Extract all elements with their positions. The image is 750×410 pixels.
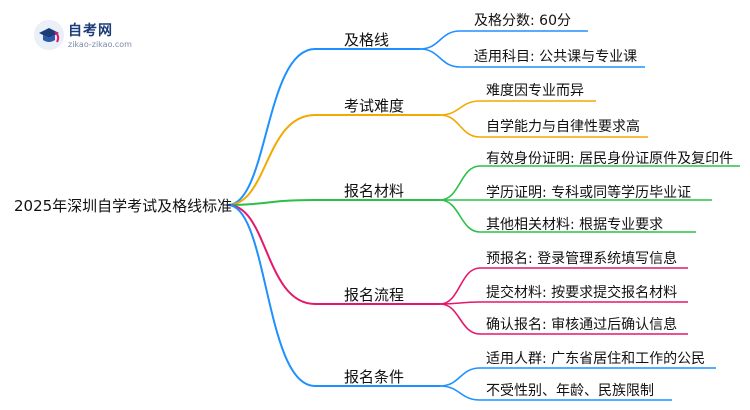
branch-connector — [227, 48, 316, 206]
branch-label: 及格线 — [344, 31, 390, 49]
leaf-connector — [439, 165, 481, 201]
branch-connector — [227, 204, 316, 305]
branch-label: 报名流程 — [344, 286, 405, 304]
branch-connector — [227, 199, 316, 206]
leaf-connector — [439, 385, 481, 401]
logo-title: 自考网 — [68, 23, 113, 39]
leaf-label: 适用人群: 广东省居住和工作的公民 — [486, 351, 706, 367]
branch-connector — [227, 204, 316, 387]
branch-label: 考试难度 — [344, 97, 405, 115]
leaf-connector — [439, 367, 481, 387]
leaf-connector — [439, 267, 481, 305]
root-topic: 2025年深圳自学考试及格线标准 — [14, 197, 233, 215]
leaf-connector — [439, 114, 481, 138]
leaf-label: 及格分数: 60分 — [474, 13, 571, 29]
leaf-connector — [439, 100, 481, 116]
leaf-label: 不受性别、年龄、民族限制 — [486, 383, 654, 399]
branch-connector — [227, 114, 316, 206]
branch-label: 报名材料 — [344, 182, 405, 200]
leaf-label: 提交材料: 按要求提交报名材料 — [486, 285, 678, 301]
branch-label: 报名条件 — [344, 368, 405, 386]
leaf-label: 自学能力与自律性要求高 — [486, 119, 640, 135]
leaf-connector — [439, 303, 481, 335]
leaf-connector — [439, 199, 481, 233]
logo-subtitle: zikao-zikao.com — [68, 40, 132, 49]
leaf-label: 学历证明: 专科或同等学历毕业证 — [486, 185, 692, 201]
leaf-label: 其他相关材料: 根据专业要求 — [486, 217, 664, 233]
leaf-label: 预报名: 登录管理系统填写信息 — [486, 251, 678, 267]
leaf-label: 有效身份证明: 居民身份证原件及复印件 — [486, 151, 734, 167]
leaf-connector — [419, 30, 461, 50]
mortarboard-icon — [34, 20, 64, 50]
site-logo: 自考网 zikao-zikao.com — [34, 18, 144, 54]
leaf-label: 确认报名: 审核通过后确认信息 — [486, 317, 678, 333]
leaf-label: 适用科目: 公共课与专业课 — [474, 49, 638, 65]
leaf-label: 难度因专业而异 — [486, 83, 584, 99]
leaf-connector — [419, 48, 461, 68]
